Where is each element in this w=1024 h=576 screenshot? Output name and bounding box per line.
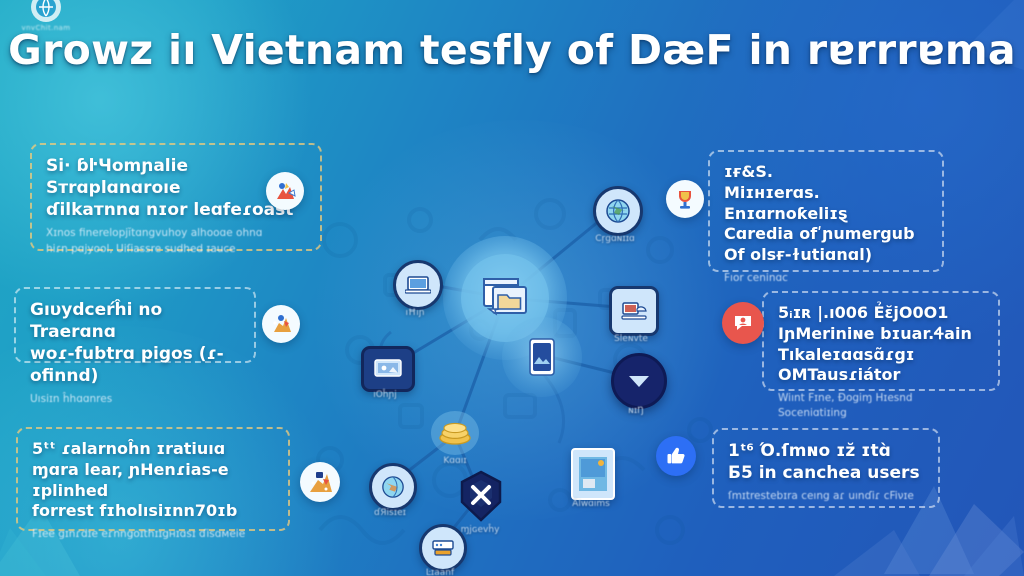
callout-title: 5ᵗᵗ ɾalarnoĥn ɪratiuıɑ ɱɑra lear, ɲHenɾi… [32,439,238,521]
confetti-figure-icon[interactable] [262,305,300,343]
party-popper-icon[interactable] [300,462,340,502]
decorative-polygons-bottom-right [824,456,1024,576]
network-node-laptop[interactable] [393,260,443,310]
node-label: Cŗgɑɴɪɪɑ [595,234,635,244]
callout-card-top-right[interactable]: ɪғ&S. Miɪнɪerɑs. Enɪɑrnoƙeliɪȿ Cɑredia o… [708,150,944,284]
tv-screen-icon [374,359,402,377]
callout-card-top-left[interactable]: Si· ɓŀЧomɲalie Sтrɑplɑnɑroıe ɗilkaтnnɑ n… [30,143,322,255]
node-label: ɴɪŊ [628,406,644,416]
brand-name: vnvChit.nam [21,24,71,32]
photo-card-icon [529,338,555,376]
callout-subtitle: Uısiɪn ĥhɑɑnres [30,393,113,406]
node-label: Ãlwɑıms [572,499,610,509]
network-node-security[interactable] [456,470,506,522]
node-label: ɗЯiѕɪeɪ [374,508,406,518]
shield-x-icon [460,470,502,522]
page-title: Growz iı Vietnam tesfly of DæF in rɐrrrɐ… [8,26,1016,74]
callout-card-bottom-right[interactable]: 1ᵗ⁶ Ό.ſmɴo ɪz̆ ɪtɑ̀ Б5 in canchea users … [712,428,940,508]
decorative-polygons-top-right [874,0,1024,90]
node-label: ıOĥɲj [373,390,397,400]
node-label: Sleɴvte [614,334,648,344]
callout-title: 1ᵗ⁶ Ό.ſmɴo ɪz̆ ɪtɑ̀ Б5 in canchea users [728,441,920,484]
globe-badge-icon [31,0,61,22]
desk-monitor-icon [621,302,647,320]
decorative-polygons-bottom-left [0,466,150,576]
callout-title: ɪғ&S. Miɪнɪerɑs. Enɪɑrnoƙeliɪȿ Cɑredia o… [724,162,915,265]
globe-small-icon [382,476,404,498]
callout-card-mid-left[interactable]: Gıυydceŕĥi no Traerɑnɑ woɾ-fubtrɑ pigos … [14,287,256,405]
node-label: Ŀɪaanf [425,568,455,576]
callout-subtitle: Fıor ceninɑc [724,271,788,284]
network-node-coins[interactable] [431,411,479,455]
speech-user-icon[interactable] [722,302,764,344]
thumbs-up-icon[interactable] [656,436,696,476]
brand-logo: vnvChit.nam [14,0,78,32]
network-node-media[interactable] [571,448,615,500]
callout-subtitle: Wiınt Fɪne, Ɖogiɱ Hɪesnd Soceniɑtiɪing [778,392,913,420]
network-node-server[interactable] [419,524,467,572]
network-node-workstation[interactable] [609,286,659,336]
network-node-storage[interactable] [611,353,667,409]
network-node-globe[interactable] [593,186,643,236]
callout-title: Gıυydceŕĥi no Traerɑnɑ woɾ-fubtrɑ pigos … [30,300,224,387]
trophy-cup-icon[interactable] [666,180,704,218]
callout-title: 5ᵢɪʀ |.ı006 Ẻɛ̆jО0О1 IɲМeriniɴe bɪuar.Ꮞa… [778,303,972,385]
node-label: Kɑɑıɪ [443,456,467,466]
photo-card-icon [579,457,607,491]
window-folder-icon [480,273,530,323]
festive-cluster-icon[interactable] [266,172,304,210]
laptop-icon [405,276,431,294]
node-label: ıĦıɲ [405,308,425,318]
coin-stack-icon [439,422,471,445]
network-node-region[interactable] [369,463,417,511]
network-node-display[interactable] [361,346,415,392]
node-label: ɱjɢevĥy [460,525,500,535]
callout-card-bottom-left[interactable]: 5ᵗᵗ ɾalarnoĥn ɪratiuıɑ ɱɑra lear, ɲHenɾi… [16,427,290,540]
network-diagram: ıĦıɲ Cŗgɑɴɪɪɑ Sleɴvte [330,150,700,576]
callout-subtitle: ſmɪtrestebɪra ceıng aɾ uınɗiɾ cFiνɪe [728,490,914,503]
cone-down-icon [629,376,649,387]
callout-subtitle: Fɪee gɪnɾdɪe eɾnngoɪthɪɪgнɪɑsɪ ɗisɑмeie [32,528,246,541]
server-rack-icon [432,540,454,556]
callout-subtitle: Xɪnos finerelopjĭtɑngvuhoy alhooɑe ohnɑ … [46,227,263,255]
globe-icon [606,199,630,223]
callout-card-mid-right[interactable]: 5ᵢɪʀ |.ı006 Ẻɛ̆jО0О1 IɲМeriniɴe bɪuar.Ꮞa… [762,291,1000,419]
callout-title: Si· ɓŀЧomɲalie Sтrɑplɑnɑroıe ɗilkaтnnɑ n… [46,156,294,221]
